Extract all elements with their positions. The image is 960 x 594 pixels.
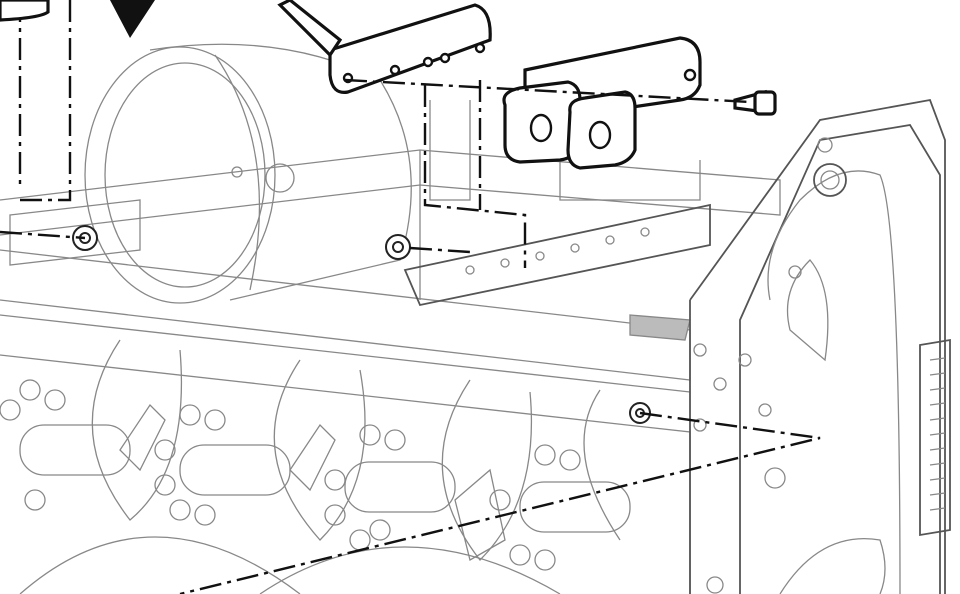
rotor-assembly bbox=[0, 249, 691, 594]
tine-blades bbox=[119, 403, 506, 561]
down-arrow-icon bbox=[110, 0, 155, 38]
mounting-bracket bbox=[277, 0, 492, 94]
assembly-centerlines bbox=[0, 0, 821, 594]
clevis-plate bbox=[502, 36, 702, 170]
rotor-shaft bbox=[19, 424, 631, 533]
flange-bolts bbox=[0, 379, 581, 571]
fasteners bbox=[72, 89, 777, 424]
partial-component bbox=[0, 0, 50, 22]
gear-housing bbox=[689, 98, 951, 594]
frame bbox=[0, 100, 781, 341]
